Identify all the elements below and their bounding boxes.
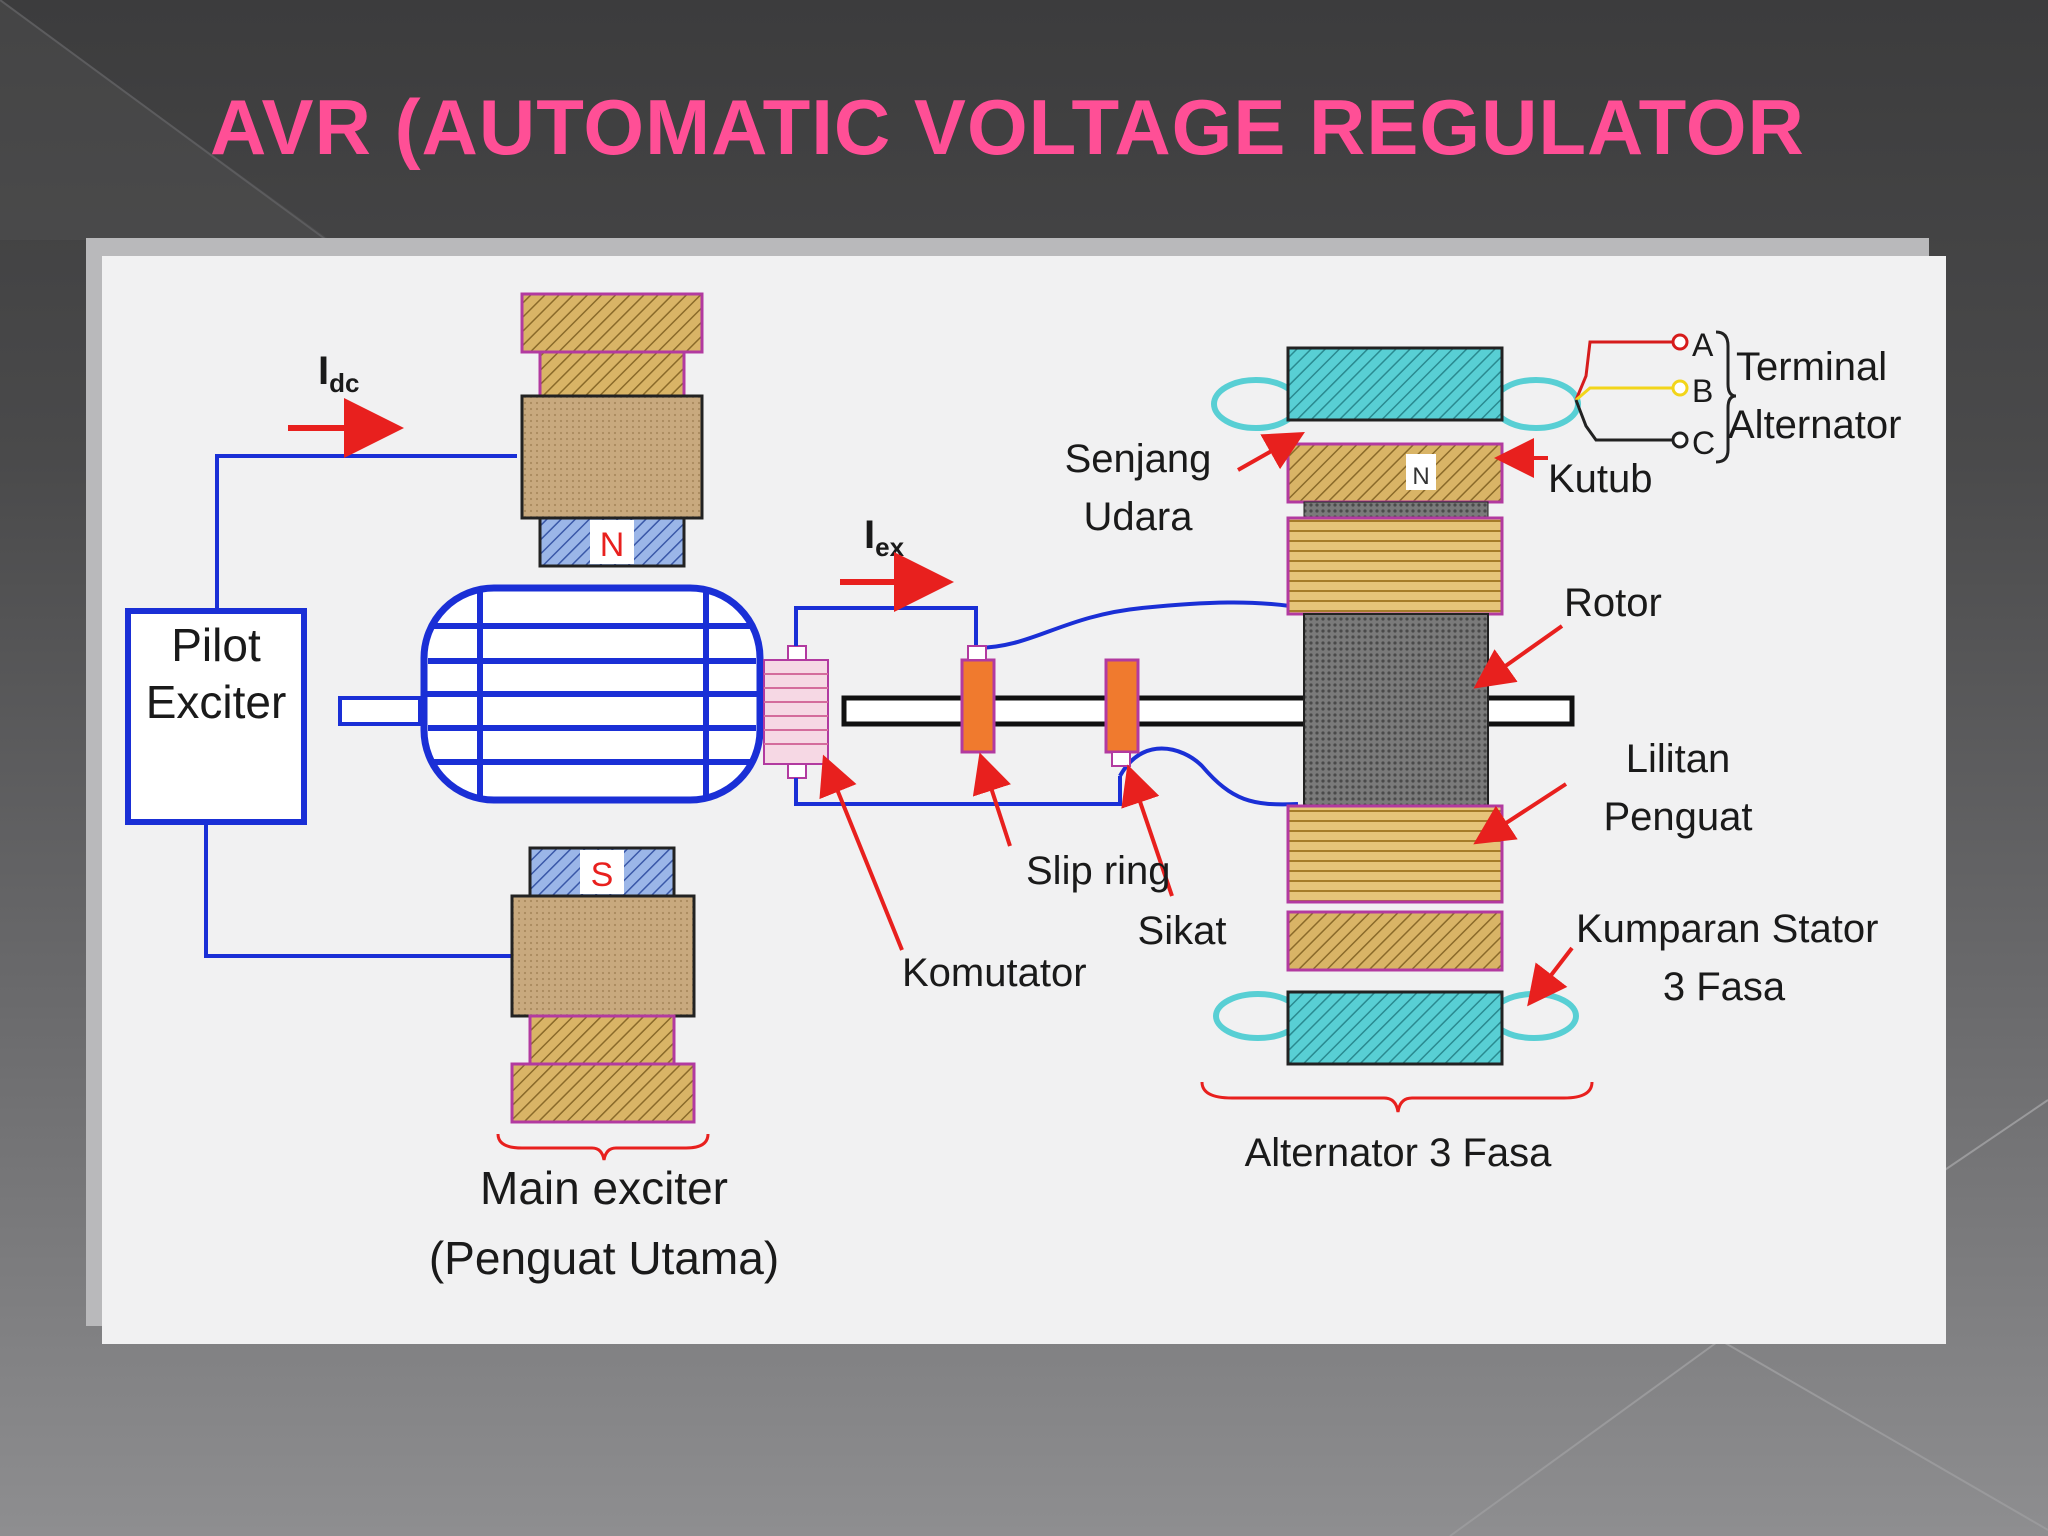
terminal-b-label: B [1692, 373, 1713, 409]
slip-ring-label: Slip ring [1026, 849, 1171, 893]
kumparan-stator-label-1: Kumparan Stator [1576, 907, 1878, 951]
idc-symbol: I [318, 349, 329, 393]
slip-ring-1 [960, 645, 996, 754]
slide-title: AVR (AUTOMATIC VOLTAGE REGULATOR [210, 83, 1805, 171]
rotor-label: Rotor [1564, 581, 1662, 625]
main-exciter-brace [496, 1133, 710, 1161]
terminal-alternator-label-1: Terminal [1736, 345, 1887, 389]
stator-bottom [1286, 990, 1504, 1066]
pilot-exciter-wiring [204, 454, 517, 958]
rotor-pole-top [1286, 442, 1504, 504]
north-pole-label: N [600, 526, 625, 564]
lilitan-penguat-label-1: Lilitan [1626, 737, 1731, 781]
alternator-north-pole-label: N [1412, 463, 1429, 490]
alternator-terminals: A B C [1574, 327, 1737, 464]
svg-text:Idc: Idc [318, 349, 359, 398]
lilitan-penguat-label-2: Penguat [1603, 795, 1752, 839]
rotor-pole-bottom [1286, 910, 1504, 972]
iex-subscript: ex [875, 532, 904, 562]
commutator [763, 645, 829, 779]
slip-ring-2 [1104, 658, 1140, 767]
field-winding-top [1286, 516, 1504, 616]
iex-symbol: I [864, 513, 875, 557]
idc-subscript: dc [329, 368, 359, 398]
avr-diagram: Pilot Exciter Idc N S [102, 256, 1946, 1344]
iex-wiring [794, 600, 1299, 807]
main-exciter-label-2: (Penguat Utama) [429, 1232, 779, 1284]
kutub-label: Kutub [1548, 457, 1653, 501]
svg-text:Iex: Iex [864, 513, 905, 562]
idc-current-indicator: Idc [288, 349, 404, 458]
pilot-exciter-label-1: Pilot [171, 619, 261, 671]
pointer-arrows [819, 432, 1574, 1007]
kumparan-stator-label-2: 3 Fasa [1663, 965, 1786, 1009]
komutator-label: Komutator [902, 951, 1087, 995]
main-exciter-bottom-pole: S [510, 846, 696, 1124]
alternator-3-fasa-label: Alternator 3 Fasa [1245, 1131, 1553, 1175]
terminal-alternator-label-2: Alternator [1728, 403, 1901, 447]
pilot-exciter-box: Pilot Exciter [125, 608, 307, 825]
terminal-a-label: A [1692, 327, 1714, 363]
alternator: N [1211, 346, 1581, 1066]
exciter-armature [420, 584, 764, 804]
south-pole-label: S [591, 856, 614, 894]
senjang-udara-label-1: Senjang [1065, 437, 1212, 481]
pilot-exciter-label-2: Exciter [146, 676, 287, 728]
iex-current-indicator: Iex [840, 513, 954, 612]
main-exciter-top-pole: N [520, 292, 704, 568]
rotor-core [1303, 613, 1489, 807]
sikat-label: Sikat [1138, 909, 1227, 953]
stator-coil-top-left [1211, 377, 1301, 431]
main-exciter-label-1: Main exciter [480, 1162, 728, 1214]
terminal-c-label: C [1692, 425, 1715, 461]
stator-top [1286, 346, 1504, 422]
alternator-brace [1200, 1081, 1594, 1113]
senjang-udara-label-2: Udara [1084, 495, 1194, 539]
field-winding-bottom [1286, 804, 1504, 904]
stator-coil-top-right [1491, 377, 1581, 431]
